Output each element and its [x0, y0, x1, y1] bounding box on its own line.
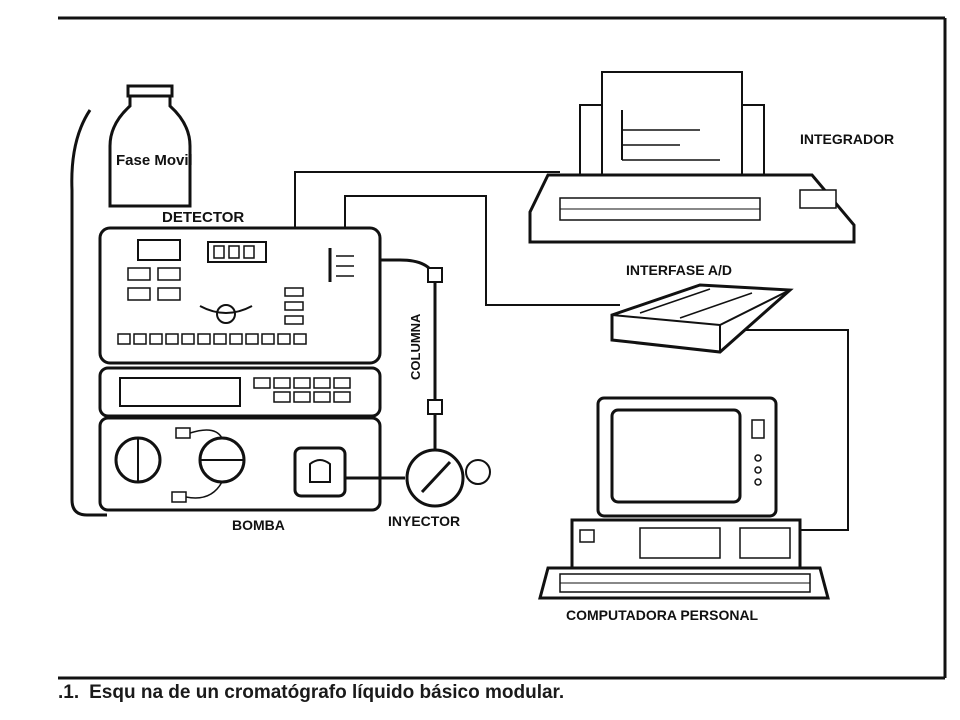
inyector-label: INYECTOR — [388, 513, 460, 529]
pump-unit — [98, 366, 382, 512]
bottle-label: Fase Movil — [116, 152, 193, 169]
detector-unit — [98, 226, 382, 365]
bomba-label: BOMBA — [232, 517, 285, 533]
injector — [345, 448, 491, 508]
detector-label: DETECTOR — [162, 209, 244, 226]
integrator-printer — [528, 71, 856, 244]
ad-interface-box — [610, 283, 794, 354]
column-label: COLUMNA — [408, 313, 423, 380]
computadora-label: COMPUTADORA PERSONAL — [566, 607, 759, 623]
diagram-frame — [58, 16, 947, 680]
caption-text: Esqu na de un cromatógrafo líquido básic… — [89, 682, 565, 703]
column — [380, 258, 443, 455]
personal-computer — [538, 396, 830, 600]
signal-cables — [294, 171, 849, 531]
integrador-label: INTEGRADOR — [800, 131, 894, 147]
mobile-phase-bottle — [70, 84, 192, 517]
caption-number: .1. — [58, 682, 80, 703]
figure-caption: .1. Esqu na de un cromatógrafo líquido bá… — [58, 682, 564, 704]
interfase-label: INTERFASE A/D — [626, 262, 732, 278]
